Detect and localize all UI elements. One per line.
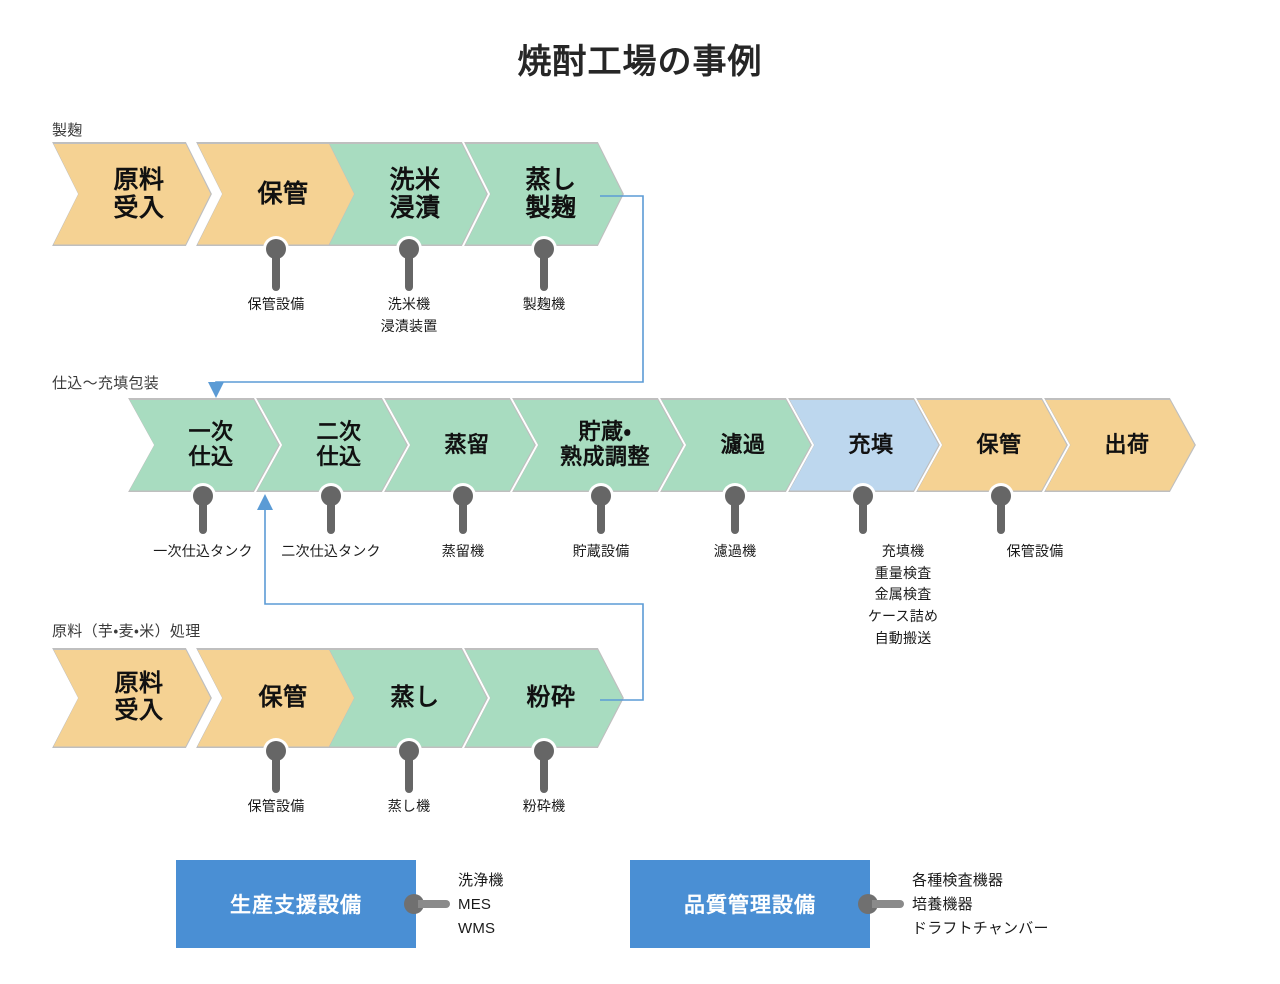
connector-koji-to-shikomi-arrowhead [208, 382, 224, 398]
process-step-mushi-seikiku[interactable]: 蒸し 製麹 [464, 142, 624, 246]
pin-stem [405, 751, 413, 793]
equipment-label-roka: 濾過機 [713, 543, 757, 559]
support-equipment-production-support: 洗浄機 MES WMS [458, 872, 504, 937]
chevron-face [54, 650, 211, 747]
chevron-face [514, 400, 683, 491]
pin-stem [199, 496, 207, 534]
equipment-label-hokan-koji: 保管設備 [247, 296, 305, 312]
process-step-genryo-ukeire-koji[interactable]: 原料 受入 [52, 142, 212, 246]
pin-stem [540, 751, 548, 793]
process-row-shikomi: 一次 仕込 二次 仕込 蒸留 貯蔵・ 熟成調整 濾過 充填 [128, 398, 1268, 492]
process-row-genryo: 原料 受入 保管 蒸し 粉砕 [52, 648, 652, 748]
process-step-joryu[interactable]: 蒸留 [384, 398, 536, 492]
connector-genryo-to-shikomi-arrowhead [257, 494, 273, 510]
equipment-label-joryu: 蒸留機 [441, 543, 485, 559]
support-box-label: 品質管理設備 [684, 894, 816, 917]
process-step-hokan-koji[interactable]: 保管 [196, 142, 356, 246]
process-step-funsai[interactable]: 粉砕 [464, 648, 624, 748]
equipment-label-hokan-shikomi: 保管設備 [1006, 543, 1064, 559]
equipment-label-mushi-seikiku: 製麹機 [522, 296, 566, 312]
equipment-label-ichiji-shikomi: 一次仕込タンク [153, 543, 253, 559]
chevron-face [54, 144, 211, 245]
equipment-label-funsai: 粉砕機 [522, 798, 566, 814]
process-step-label: 保管 [976, 431, 1022, 457]
process-step-label: 蒸し 製麹 [525, 166, 577, 222]
process-step-label: 蒸し [390, 683, 440, 711]
equipment-label-niji-shikomi: 二次仕込タンク [281, 543, 381, 559]
pin-stem [872, 900, 904, 908]
process-step-juten[interactable]: 充填 [788, 398, 940, 492]
support-box-quality-control[interactable]: 品質管理設備 [630, 860, 870, 948]
pin-stem [859, 496, 867, 534]
process-row-koji: 原料 受入 保管 洗米 浸漬 蒸し 製麹 [52, 142, 652, 246]
process-step-label: 保管 [258, 683, 308, 711]
process-step-ichiji-shikomi[interactable]: 一次 仕込 [128, 398, 280, 492]
pin-stem [459, 496, 467, 534]
band-label-shikomi: 仕込～充填包装 [52, 375, 160, 392]
process-step-chozo-jukusei[interactable]: 貯蔵・ 熟成調整 [512, 398, 684, 492]
pin-stem [540, 249, 548, 291]
equipment-label-mushi: 蒸し機 [387, 798, 431, 814]
support-box-label: 生産支援設備 [230, 894, 362, 917]
process-step-label: 粉砕 [526, 683, 576, 711]
process-step-label: 洗米 浸漬 [389, 166, 441, 222]
band-label-koji: 製麹 [52, 122, 83, 139]
process-step-label: 二次 仕込 [316, 419, 362, 469]
process-step-label: 保管 [257, 180, 309, 208]
equipment-label-juten: 充填機 重量検査 金属検査 ケース詰め 自動搬送 [867, 543, 939, 646]
pin-stem [405, 249, 413, 291]
pin-stem [272, 751, 280, 793]
process-step-label: 原料 受入 [114, 670, 164, 724]
process-step-label: 貯蔵・ 熟成調整 [559, 419, 650, 469]
pin-stem [597, 496, 605, 534]
equipment-label-senmai-shinseki: 洗米機 浸漬装置 [380, 296, 438, 334]
pin-head [858, 894, 878, 914]
pin-stem [997, 496, 1005, 534]
pin-stem [327, 496, 335, 534]
pin-stem [731, 496, 739, 534]
band-label-genryo: 原料（芋・麦・米）処理 [52, 623, 201, 640]
process-step-genryo-ukeire[interactable]: 原料 受入 [52, 648, 212, 748]
pin-stem [272, 249, 280, 291]
process-step-label: 充填 [848, 431, 894, 457]
process-step-label: 出荷 [1104, 431, 1150, 457]
process-step-hokan-genryo[interactable]: 保管 [196, 648, 356, 748]
page-title: 焼酎工場の事例 [517, 43, 763, 81]
support-equipment-quality-control: 各種検査機器 培養機器 ドラフトチャンバー [912, 872, 1049, 937]
process-step-label: 濾過 [720, 431, 766, 457]
equipment-label-hokan-genryo: 保管設備 [247, 798, 305, 814]
process-step-label: 一次 仕込 [188, 419, 234, 469]
pin-head [404, 894, 424, 914]
equipment-label-chozo-jukusei: 貯蔵設備 [572, 543, 630, 559]
pin-stem [418, 900, 450, 908]
support-box-production-support[interactable]: 生産支援設備 [176, 860, 416, 948]
process-step-label: 蒸留 [444, 431, 490, 457]
process-step-label: 原料 受入 [113, 166, 165, 222]
